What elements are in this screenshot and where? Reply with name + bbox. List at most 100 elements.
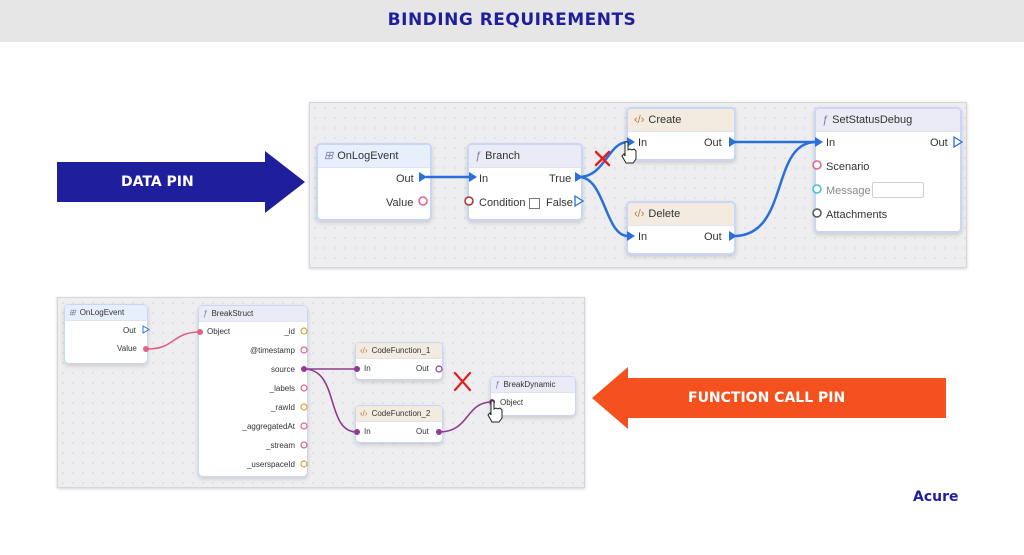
data-pin-arrow (57, 151, 305, 213)
node-delete[interactable]: ‹/›Delete In Out (626, 201, 736, 255)
pin-label-in: In (638, 137, 648, 149)
pin-data-message (812, 184, 822, 194)
pin-label-rawid: _rawId (270, 403, 295, 412)
pin-exec-in (469, 172, 477, 182)
function-icon: ƒ (475, 150, 482, 162)
pin-label-out: Out (704, 137, 722, 149)
pin-label-in: In (364, 364, 371, 373)
pin-data-attachments (812, 208, 822, 218)
node-codefunction-1[interactable]: ‹/›CodeFunction_1 In Out (355, 342, 443, 380)
pin-label-id: _id (284, 327, 295, 336)
function-call-pin-label: FUNCTION CALL PIN (688, 390, 846, 406)
node-create[interactable]: ‹/›Create In Out (626, 107, 736, 161)
node-title: Create (648, 114, 682, 126)
pin-data-out (436, 429, 442, 435)
link-source-codefunction2 (303, 368, 358, 433)
pin-data-rawid (300, 403, 308, 411)
pin-label-value: Value (386, 197, 414, 209)
pin-data-timestamp (300, 346, 308, 354)
pin-label-out: Out (416, 427, 429, 436)
pin-exec-out (729, 231, 737, 241)
pin-label-aggregatedat: _aggregatedAt (242, 422, 296, 431)
pin-data-in (354, 429, 360, 435)
message-input[interactable] (872, 182, 924, 198)
pin-label-false: False (546, 197, 573, 209)
pin-exec-out (953, 135, 964, 149)
event-icon: ⊞ (324, 150, 334, 162)
pin-label-in: In (364, 427, 371, 436)
pin-data-source (301, 366, 307, 372)
pin-label-condition: Condition (479, 197, 526, 209)
link-delete-setstatus (733, 140, 817, 238)
node-title: OnLogEvent (79, 308, 125, 317)
node-title: BreakStruct (211, 309, 254, 318)
pin-data-labels (300, 384, 308, 392)
node-title: Branch (485, 150, 520, 162)
pin-exec-in (627, 137, 635, 147)
pin-exec-false (574, 194, 585, 208)
code-icon: ‹/› (634, 114, 645, 126)
node-onlogevent-top[interactable]: ⊞OnLogEvent Out Value (316, 143, 432, 221)
pin-label-source: source (270, 365, 295, 374)
pin-data-condition (464, 196, 474, 206)
pin-data-stream (300, 441, 308, 449)
node-title: Delete (648, 208, 681, 220)
pin-exec-true (575, 172, 583, 182)
pin-label-out: Out (704, 231, 722, 243)
pin-data-value (418, 196, 428, 206)
pin-exec-in (627, 231, 635, 241)
code-icon: ‹/› (360, 346, 368, 355)
pin-label-value: Value (117, 344, 137, 353)
node-title: CodeFunction_2 (371, 409, 431, 418)
code-icon: ‹/› (634, 208, 645, 220)
cross-icon (594, 150, 611, 167)
link-branch-delete (578, 175, 629, 238)
pin-label-userspaceid: _userspaceId (246, 460, 295, 469)
code-icon: ‹/› (360, 409, 368, 418)
pin-label-attachments: Attachments (826, 209, 888, 221)
page-title: BINDING REQUIREMENTS (387, 10, 637, 30)
function-icon: ƒ (203, 309, 208, 318)
pin-exec-in (815, 137, 823, 147)
pin-label-out: Out (416, 364, 429, 373)
pin-data-out (435, 365, 443, 373)
pin-label-true: True (549, 173, 572, 185)
pin-label-labels: _labels (269, 384, 295, 393)
pin-data-scenario (812, 160, 822, 170)
cross-icon (453, 371, 472, 392)
pin-exec-out (729, 137, 737, 147)
link-branch-create (578, 140, 629, 179)
pin-data-aggregatedat (300, 422, 308, 430)
pin-label-object: Object (207, 327, 231, 336)
node-onlogevent-bottom[interactable]: ⊞OnLogEvent Out Value (64, 304, 148, 364)
pin-data-object (197, 329, 203, 335)
node-title: SetStatusDebug (832, 114, 913, 126)
condition-checkbox[interactable] (529, 198, 540, 209)
pin-label-out: Out (930, 137, 948, 149)
hand-cursor-icon (487, 400, 503, 423)
pin-label-message: Message (826, 185, 871, 197)
link-value-object (147, 331, 201, 350)
pin-label-out: Out (396, 173, 414, 185)
pin-data-value (143, 346, 149, 352)
node-title: OnLogEvent (337, 150, 399, 162)
brand-logo: Acure (913, 489, 959, 505)
pin-label-in: In (638, 231, 648, 243)
pin-label-timestamp: @timestamp (249, 346, 295, 355)
link-codefunction2-breakdynamic (438, 401, 493, 433)
node-codefunction-2[interactable]: ‹/›CodeFunction_2 In Out (355, 405, 443, 443)
pin-data-userspaceid (300, 460, 308, 468)
pin-label-in: In (479, 173, 489, 185)
data-pin-label: DATA PIN (121, 174, 194, 190)
function-icon: ƒ (822, 114, 829, 126)
pin-label-scenario: Scenario (826, 161, 870, 173)
hand-cursor-icon (621, 141, 637, 164)
pin-data-in (354, 366, 360, 372)
pin-exec-out (419, 172, 427, 182)
node-title: BreakDynamic (503, 380, 556, 389)
